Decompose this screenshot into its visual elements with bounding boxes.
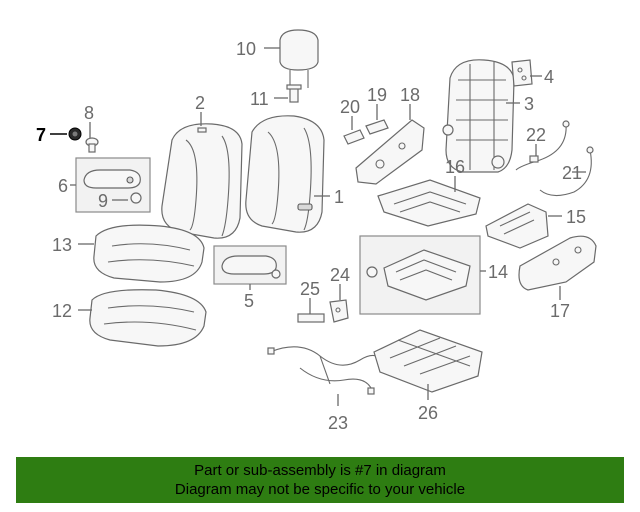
callout-1: 1 bbox=[334, 187, 344, 207]
callout-22: 22 bbox=[526, 125, 546, 145]
seatback-frame-part bbox=[442, 59, 515, 173]
callout-16: 16 bbox=[445, 157, 465, 177]
side-cover-part bbox=[355, 119, 425, 185]
callout-5: 5 bbox=[244, 291, 254, 311]
wire-harness-part bbox=[267, 346, 389, 395]
info-banner: Part or sub-assembly is #7 in diagram Di… bbox=[16, 457, 624, 503]
seat-track-part bbox=[373, 329, 483, 393]
armrest-part bbox=[83, 169, 141, 189]
side-shield-part bbox=[518, 235, 597, 291]
cushion-pan-part bbox=[366, 249, 471, 301]
callout-14: 14 bbox=[488, 262, 508, 282]
cable-part bbox=[515, 120, 570, 171]
callout-17: 17 bbox=[550, 301, 570, 321]
callout-2: 2 bbox=[195, 93, 205, 113]
callout-12: 12 bbox=[52, 301, 72, 321]
callout-7: 7 bbox=[36, 125, 46, 145]
seatback-part bbox=[245, 115, 325, 233]
cushion-frame-part bbox=[377, 179, 481, 227]
callout-23: 23 bbox=[328, 413, 348, 433]
knob-cover-part bbox=[343, 129, 365, 145]
shield-cover-part bbox=[485, 203, 549, 249]
callout-10: 10 bbox=[236, 39, 256, 59]
armrest-assy-part bbox=[221, 255, 281, 279]
callout-18: 18 bbox=[400, 85, 420, 105]
banner-line-2: Diagram may not be specific to your vehi… bbox=[174, 481, 466, 498]
callout-24: 24 bbox=[330, 265, 350, 285]
callout-21: 21 bbox=[562, 163, 582, 183]
callout-20: 20 bbox=[340, 97, 360, 117]
callout-13: 13 bbox=[52, 235, 72, 255]
seatback-cover-part bbox=[161, 123, 243, 239]
callout-8: 8 bbox=[84, 103, 94, 123]
callout-25: 25 bbox=[300, 279, 320, 299]
cushion-pad-part bbox=[93, 224, 205, 283]
headrest-part bbox=[279, 29, 319, 88]
callout-11: 11 bbox=[250, 89, 269, 109]
callout-3: 3 bbox=[524, 94, 534, 114]
bracket-part bbox=[511, 59, 533, 87]
headrest-guide-part bbox=[286, 84, 302, 103]
callout-15: 15 bbox=[566, 207, 586, 227]
screw-part bbox=[85, 137, 99, 153]
cap-part bbox=[130, 192, 142, 204]
banner-line-1: Part or sub-assembly is #7 in diagram bbox=[194, 462, 446, 479]
callout-19: 19 bbox=[367, 85, 387, 105]
highlighted-part-7 bbox=[68, 127, 82, 141]
callout-4: 4 bbox=[544, 67, 554, 87]
callout-6: 6 bbox=[58, 176, 68, 196]
release-cable-part bbox=[539, 146, 594, 197]
bracket-24-part bbox=[329, 299, 349, 323]
plate-part bbox=[297, 313, 325, 323]
cushion-cover-part bbox=[89, 289, 207, 347]
knob-part bbox=[365, 119, 389, 135]
callout-26: 26 bbox=[418, 403, 438, 423]
callout-9: 9 bbox=[98, 191, 108, 211]
